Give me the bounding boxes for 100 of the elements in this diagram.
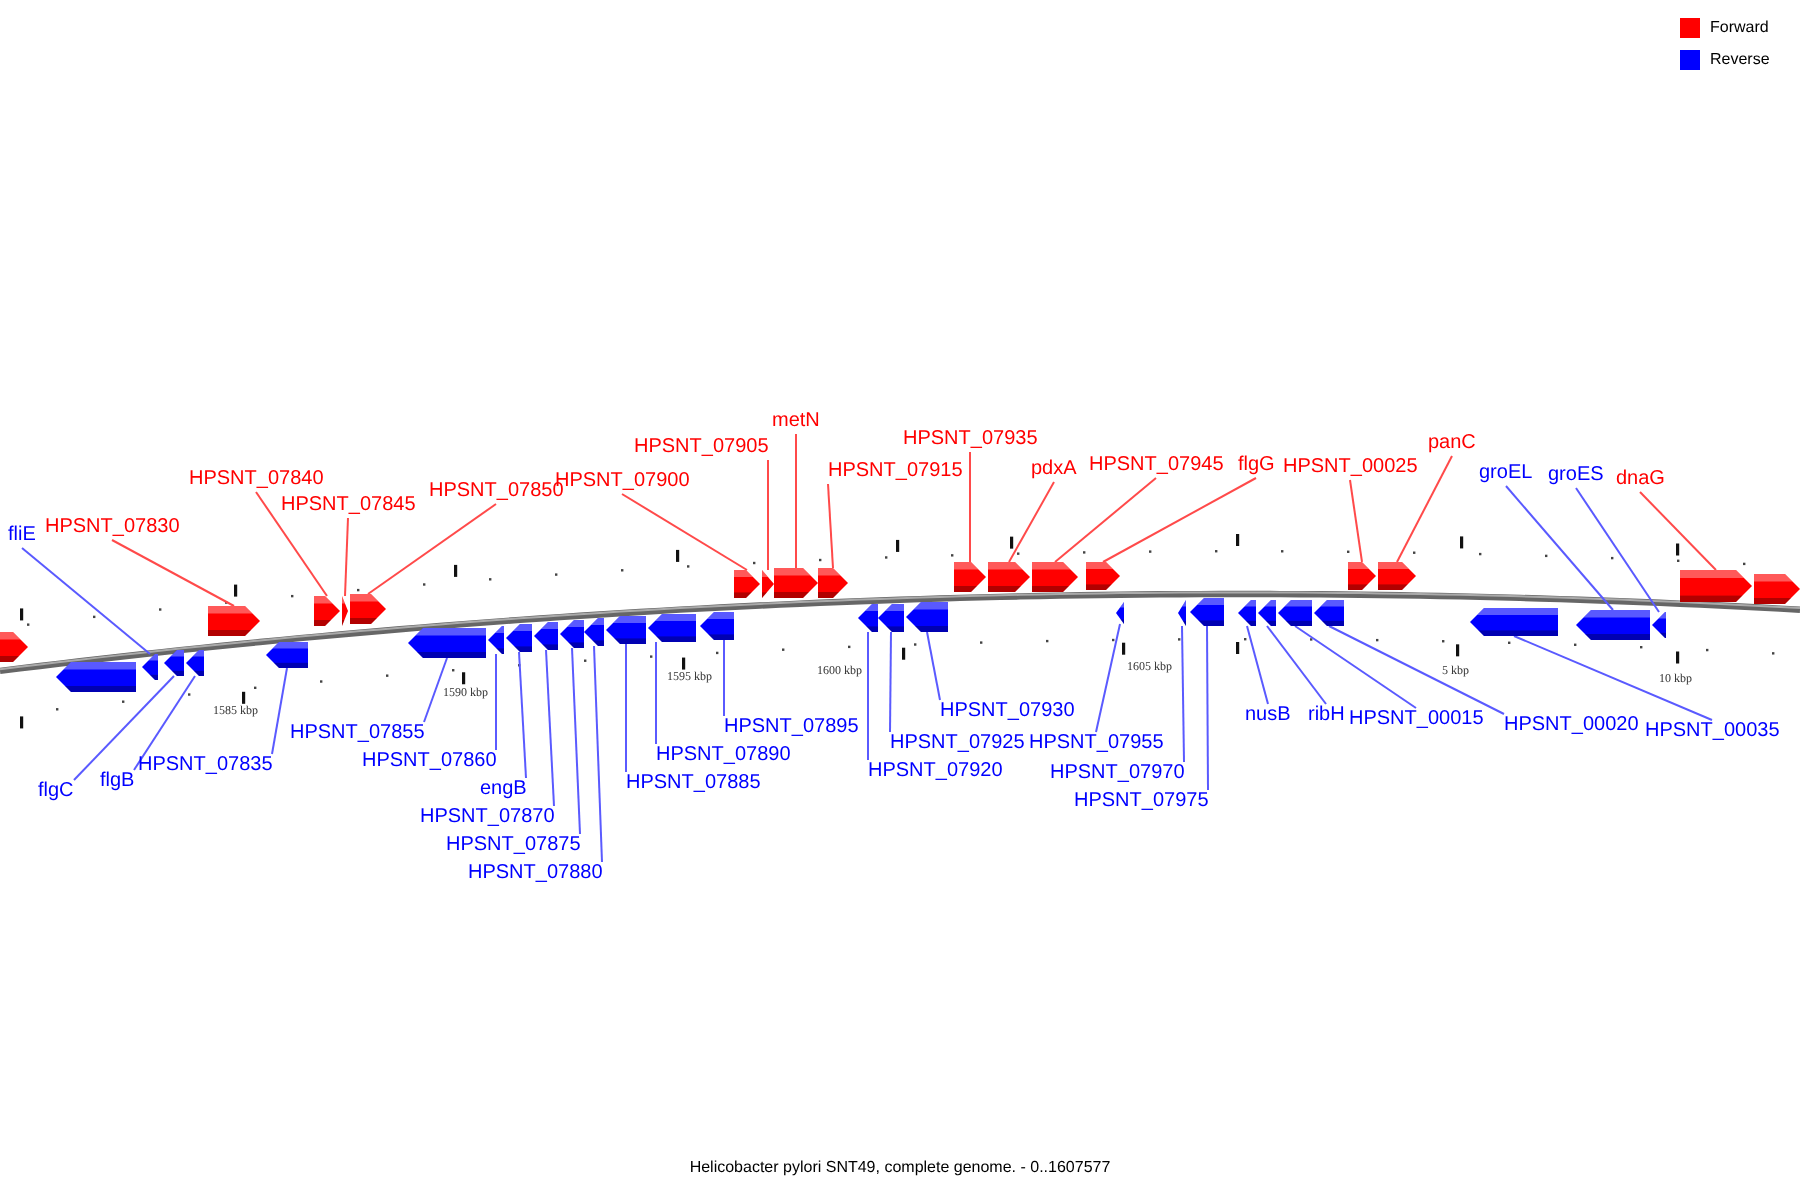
legend-label: Forward — [1710, 18, 1769, 38]
gene-label: dnaG — [1616, 468, 1665, 492]
gene-label: HPSNT_07920 — [868, 760, 1003, 784]
leader-line — [723, 639, 725, 717]
leader-line — [1328, 625, 1505, 715]
gene-feature — [858, 604, 878, 632]
gene-feature — [1178, 600, 1186, 626]
gene-feature — [1378, 562, 1416, 590]
gene-feature — [186, 650, 204, 676]
leader-line — [889, 631, 892, 733]
caption: Helicobacter pylori SNT49, complete genome. - 0..1607577 — [687, 1158, 1113, 1178]
leader-line — [1349, 479, 1363, 563]
gene-feature — [648, 614, 696, 642]
gene-feature — [1680, 570, 1752, 602]
gene-feature — [266, 642, 308, 668]
gene-feature — [1190, 598, 1224, 626]
gene-feature — [1314, 600, 1344, 626]
leader-line — [867, 631, 869, 761]
gene-feature — [208, 606, 260, 636]
gene-feature — [818, 568, 848, 598]
gene-label: HPSNT_07845 — [281, 494, 416, 518]
gene-feature — [1754, 574, 1800, 604]
gene-label: flgB — [100, 770, 135, 794]
leader-line — [367, 503, 497, 595]
gene-label: HPSNT_07930 — [940, 700, 1075, 724]
gene-label: HPSNT_00015 — [1349, 708, 1484, 732]
leader-line — [1294, 625, 1417, 709]
leader-line — [545, 649, 555, 807]
gene-label: HPSNT_07890 — [656, 744, 791, 768]
gene-label: fliE — [8, 524, 36, 548]
gene-feature — [906, 602, 948, 632]
gene-label: HPSNT_07905 — [634, 436, 769, 460]
gene-feature — [1348, 562, 1376, 590]
leader-line — [571, 647, 581, 835]
leader-line — [926, 631, 941, 701]
gene-label: HPSNT_07880 — [468, 862, 603, 886]
leader-line — [969, 451, 971, 563]
gene-label: groEL — [1479, 462, 1533, 486]
gene-feature — [1086, 562, 1120, 590]
leader-line — [1206, 625, 1209, 791]
gene-feature — [700, 612, 734, 640]
leader-line — [495, 653, 497, 751]
gene-label: HPSNT_07840 — [189, 468, 324, 492]
gene-feature — [560, 620, 584, 648]
leader-line — [1102, 477, 1257, 563]
gene-label: HPSNT_00020 — [1504, 714, 1639, 738]
gene-label: HPSNT_07835 — [138, 754, 273, 778]
gene-label: HPSNT_07975 — [1074, 790, 1209, 814]
gene-label: flgC — [38, 780, 74, 804]
leader-line — [1095, 623, 1121, 733]
gene-label: HPSNT_00025 — [1283, 456, 1418, 480]
gene-feature — [1652, 612, 1666, 638]
leader-line — [21, 547, 151, 655]
gene-label: groES — [1548, 464, 1604, 488]
leader-line — [1008, 481, 1055, 563]
gene-feature — [1032, 562, 1078, 592]
gene-label: HPSNT_07885 — [626, 772, 761, 796]
gene-label: HPSNT_07935 — [903, 428, 1038, 452]
gene-label: pdxA — [1031, 458, 1077, 482]
gene-label: engB — [480, 778, 527, 802]
gene-label: HPSNT_07855 — [290, 722, 425, 746]
gene-label: HPSNT_07895 — [724, 716, 859, 740]
leader-line — [593, 645, 603, 863]
gene-feature — [506, 624, 532, 652]
gene-feature — [534, 622, 558, 650]
gene-feature — [878, 604, 904, 632]
leader-line — [1505, 485, 1614, 611]
leader-line — [625, 643, 627, 773]
gene-feature — [1258, 600, 1276, 626]
leader-line — [133, 675, 196, 771]
leader-line — [1181, 625, 1185, 763]
gene-feature — [142, 654, 158, 680]
leader-line — [621, 493, 748, 571]
gene-label: HPSNT_07945 — [1089, 454, 1224, 478]
gene-feature — [1470, 608, 1558, 636]
leader-line — [1513, 635, 1713, 721]
gene-label: HPSNT_07870 — [420, 806, 555, 830]
leader-line — [655, 641, 657, 745]
gene-feature — [954, 562, 986, 592]
gene-label: ribH — [1308, 704, 1345, 728]
leader-line — [1639, 491, 1717, 571]
gene-feature — [988, 562, 1030, 592]
gene-feature — [164, 650, 184, 676]
leader-line — [795, 433, 797, 569]
leader-line — [255, 491, 328, 597]
leader-line — [1054, 477, 1157, 563]
gene-label: panC — [1428, 432, 1476, 456]
leader-line — [1396, 455, 1453, 563]
gene-feature — [488, 626, 504, 654]
gene-feature — [0, 632, 28, 662]
gene-label: HPSNT_07970 — [1050, 762, 1185, 786]
leader-line — [344, 517, 349, 597]
gene-feature — [1278, 600, 1312, 626]
gene-feature — [1238, 600, 1256, 626]
gene-label: HPSNT_07830 — [45, 516, 180, 540]
gene-feature — [762, 570, 774, 598]
leader-line — [827, 483, 834, 569]
leader-line — [111, 539, 235, 607]
leader-line — [518, 651, 527, 779]
gene-feature — [584, 618, 604, 646]
